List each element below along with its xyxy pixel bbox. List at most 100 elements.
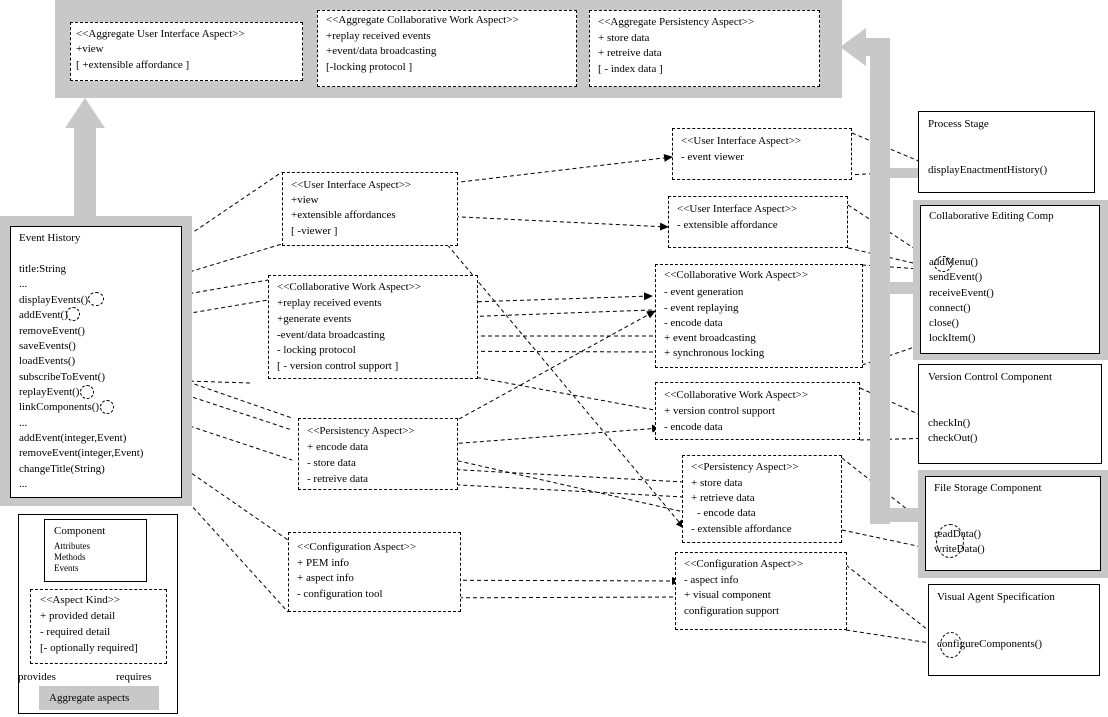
aspect-title: <<Persistency Aspect>> [307, 425, 415, 437]
aspect-line: + event broadcasting [664, 332, 756, 344]
attribute: title:String [19, 263, 67, 275]
method: addEvent() [19, 309, 68, 321]
ellipsis: ... [19, 417, 28, 429]
aspect-line: + store data [598, 32, 650, 44]
aspect-line: - encode data [697, 507, 756, 519]
method: subscribeToEvent() [19, 371, 105, 383]
aspect-line: - extensible affordance [691, 523, 792, 535]
component-title: Collaborative Editing Comp [929, 210, 1054, 222]
aspect-title: <<User Interface Aspect>> [677, 203, 798, 215]
method: removeEvent(integer,Event) [19, 447, 144, 459]
method: connect() [929, 302, 971, 314]
legend-aspect-line: [- optionally required] [40, 642, 138, 654]
legend-component-item: Methods [54, 552, 86, 562]
legend-aspect-title: <<Aspect Kind>> [40, 594, 121, 606]
aspect-line: - encode data [664, 317, 723, 329]
method-marker-oval [80, 385, 94, 399]
comp-collab-aspect-editing: <<Collaborative Work Aspect>> - event ge… [655, 264, 863, 368]
legend-aggregate-label: Aggregate aspects [49, 692, 130, 704]
provides-arrow [407, 292, 653, 305]
method: saveEvents() [19, 340, 76, 352]
aspect-line: - configuration tool [297, 588, 383, 600]
method: removeEvent() [19, 325, 85, 337]
aspect-title: <<Aggregate User Interface Aspect>> [76, 28, 245, 40]
aspect-title: <<Aggregate Persistency Aspect>> [598, 16, 755, 28]
method: close() [929, 317, 959, 329]
legend-component-item: Attributes [54, 541, 90, 551]
method: linkComponents() [19, 401, 100, 413]
method: receiveEvent() [929, 287, 994, 299]
aggregate-connector-process [888, 168, 918, 178]
aspect-line: +replay received events [326, 30, 431, 42]
method-marker-oval [100, 400, 114, 414]
method-marker-oval [936, 524, 964, 558]
process-stage-component: Process Stage displayEnactmentHistory() [918, 111, 1095, 193]
aspect-line: [ -viewer ] [291, 225, 338, 237]
aggregate-connector-collab [888, 282, 918, 294]
method: configureComponents() [937, 638, 1043, 650]
aspect-line: +extensible affordances [291, 209, 396, 221]
aspect-line: + retreive data [598, 47, 662, 59]
aspect-line: + retrieve data [691, 492, 755, 504]
method: checkOut() [928, 432, 978, 444]
aspect-line: -event/data broadcasting [277, 329, 385, 341]
legend-aspect-kind: <<Aspect Kind>> + provided detail - requ… [30, 589, 167, 664]
aspect-line: +replay received events [277, 297, 382, 309]
aspect-title: <<Collaborative Work Aspect>> [277, 281, 422, 293]
aspect-line: + aspect info [297, 572, 354, 584]
aggregate-arrowhead-right [840, 28, 866, 66]
method: displayEnactmentHistory() [928, 164, 1048, 176]
aspect-line: + PEM info [297, 557, 350, 569]
method-marker-oval [66, 307, 80, 321]
ellipsis: ... [19, 278, 28, 290]
aspect-line: + version control support [664, 405, 775, 417]
method: loadEvents() [19, 355, 76, 367]
aspect-line: - store data [307, 457, 356, 469]
aspect-line: +generate events [277, 313, 352, 325]
aspect-line: + synchronous locking [664, 347, 765, 359]
component-title: File Storage Component [934, 482, 1042, 494]
aspect-line: +view [291, 194, 319, 206]
aggregate-ui-aspect: <<Aggregate User Interface Aspect>> +vie… [70, 22, 303, 81]
legend-requires-label: requires [116, 671, 152, 683]
comp-persistency-aspect: <<Persistency Aspect>> + store data + re… [682, 455, 842, 543]
aspect-title: <<Configuration Aspect>> [684, 558, 804, 570]
legend-aggregate-inner: Aggregate aspects [45, 691, 153, 706]
method: displayEvents() [19, 294, 89, 306]
requires-arrow [349, 153, 673, 196]
aspect-line: +view [76, 43, 104, 55]
aspect-line: configuration support [684, 605, 780, 617]
visual-agent-component: Visual Agent Specification configureComp… [928, 584, 1100, 676]
aspect-line: [ - index data ] [598, 63, 663, 75]
aspect-title: <<Aggregate Collaborative Work Aspect>> [326, 14, 519, 26]
aspect-title: <<Collaborative Work Aspect>> [664, 269, 809, 281]
aspect-line: +event/data broadcasting [326, 45, 437, 57]
aspect-title: <<Configuration Aspect>> [297, 541, 417, 553]
aggregate-arrow-shaft-right-h [862, 38, 890, 56]
method: replayEvent() [19, 386, 80, 398]
version-control-component: Version Control Component checkIn() chec… [918, 364, 1102, 464]
method: lockItem() [929, 332, 976, 344]
comp-ui-aspect-affordance: <<User Interface Aspect>> - extensible a… [668, 196, 848, 248]
aggregate-collab-aspect: <<Aggregate Collaborative Work Aspect>> … [317, 10, 577, 87]
comp-ui-aspect-event-viewer: <<User Interface Aspect>> - event viewer [672, 128, 852, 180]
aggregate-connector-file [888, 508, 918, 522]
component-title: Event History [19, 232, 81, 244]
component-title: Visual Agent Specification [937, 591, 1055, 603]
legend-component-title: Component [54, 525, 106, 537]
method: addEvent(integer,Event) [19, 432, 127, 444]
aspect-line: - event generation [664, 286, 744, 298]
aspect-line: - event viewer [681, 151, 744, 163]
method: sendEvent() [929, 271, 983, 283]
eh-persistency-aspect: <<Persistency Aspect>> + encode data - s… [298, 418, 458, 490]
aspect-line: [ - version control support ] [277, 360, 399, 372]
collab-editing-component: Collaborative Editing Comp addMenu() sen… [920, 205, 1100, 354]
aggregate-arrow-shaft-left [74, 125, 96, 219]
aggregate-arrowhead-left [65, 98, 105, 128]
provides-arrow [409, 449, 694, 517]
method-marker-oval [934, 256, 952, 272]
legend-aspect-line: - required detail [40, 626, 111, 638]
legend: Component Attributes Methods Events <<As… [18, 514, 178, 714]
requires-arrow [374, 347, 661, 356]
legend-aspect-line: + provided detail [40, 610, 116, 622]
